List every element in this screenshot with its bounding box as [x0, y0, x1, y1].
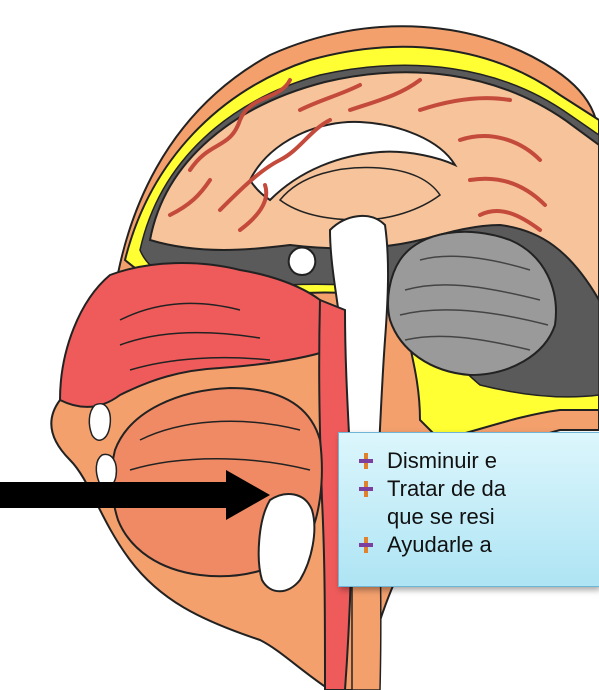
list-item-text: Ayudarle a — [387, 532, 492, 557]
list-item-text: Tratar de da — [387, 476, 506, 501]
upper-teeth — [89, 404, 110, 441]
plus-bullet-icon — [359, 453, 373, 469]
list-item-continuation: que se resi — [387, 503, 599, 531]
list-item: Ayudarle a — [339, 531, 599, 559]
list-item-text: Disminuir e — [387, 448, 497, 473]
plus-bullet-icon — [359, 537, 373, 553]
callout-list: Disminuir e Tratar de da que se resi Ayu… — [339, 433, 599, 559]
plus-bullet-icon — [359, 481, 373, 497]
list-item: Disminuir e — [339, 447, 599, 475]
list-item: Tratar de da que se resi — [339, 475, 599, 531]
text-callout-box: Disminuir e Tratar de da que se resi Ayu… — [338, 432, 599, 587]
cerebellum — [388, 232, 556, 375]
pituitary-gland — [289, 248, 316, 276]
lower-teeth — [96, 454, 116, 486]
